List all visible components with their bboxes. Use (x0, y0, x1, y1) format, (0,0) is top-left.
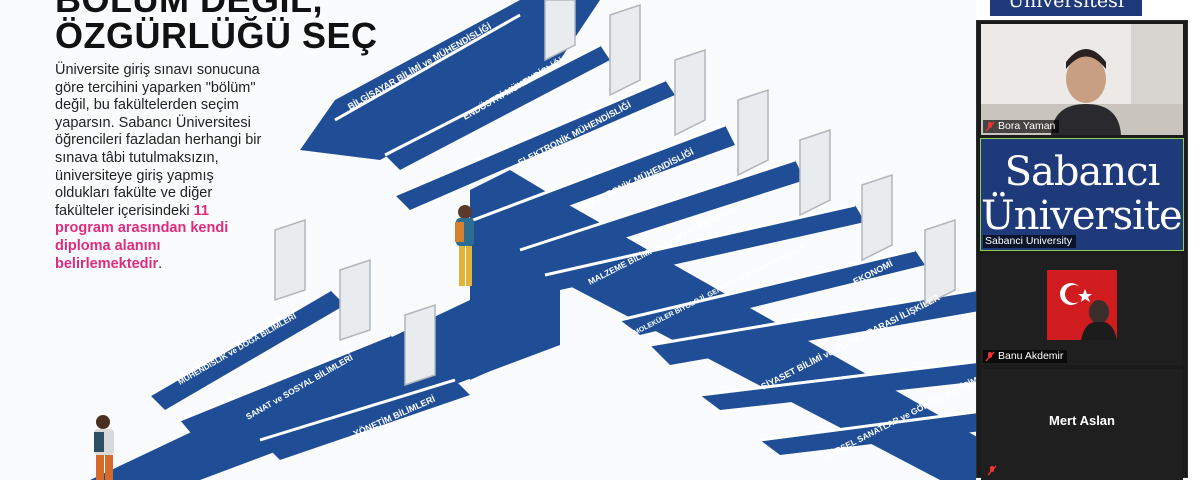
participant-name-center: Mert Aslan (1049, 413, 1115, 428)
participant-tile[interactable]: Mert Aslan (981, 369, 1183, 480)
road-edges (149, 13, 991, 442)
slide-heading-line1: BÖLÜM DEĞİL, (55, 0, 323, 18)
logo-line2: Üniversitesi (981, 193, 1183, 239)
faculty-label-engineering: MÜHENDİSLİK ve DOĞA BİLİMLERİ (177, 312, 298, 387)
participant-name-tag: Sabanci University (983, 235, 1076, 248)
participant-name: Sabanci University (985, 235, 1072, 247)
program-label-electronics: ELEKTRONİK MÜHENDİSLİĞİ (516, 99, 633, 168)
mic-muted-icon (985, 121, 995, 132)
university-logo-strip: Üniversitesi (990, 0, 1142, 16)
intro-text: Üniversite giriş sınavı sonucuna göre te… (55, 62, 262, 219)
participant-name: Bora Yaman (998, 120, 1056, 132)
person-standing-left (94, 415, 114, 480)
participant-name: Banu Akdemir (998, 350, 1064, 362)
participant-tile[interactable]: Banu Akdemir (981, 254, 1183, 365)
intro-highlight: 11 program arasından kendi diploma alanı… (55, 202, 229, 272)
intro-paragraph: Üniversite giriş sınavı sonucuna göre te… (55, 62, 270, 273)
profile-picture (1047, 270, 1117, 340)
intro-period: . (158, 255, 163, 272)
logo-line1: Sabancı (1004, 149, 1161, 195)
participant-name-tag: Bora Yaman (983, 120, 1060, 133)
mic-muted-icon (987, 465, 997, 476)
person-standing-center (455, 205, 474, 286)
slide-heading-line2: ÖZGÜRLÜĞÜ SEÇ (55, 15, 378, 56)
lower-branches (150, 290, 470, 460)
mic-muted-icon (985, 351, 995, 362)
camera-feed (981, 24, 1183, 135)
sabanci-logo: Sabancı Üniversitesi (981, 139, 1183, 250)
upper-branches (335, 15, 990, 455)
road-upper-spine (300, 0, 600, 160)
road-lower-spine (90, 300, 560, 480)
participant-name-tag: Banu Akdemir (983, 350, 1068, 363)
doors-upper (544, 0, 956, 307)
participant-tile[interactable]: Bora Yaman (981, 24, 1183, 135)
participant-tile-active[interactable]: Sabancı Üniversitesi Sabanci University (980, 138, 1184, 251)
participants-panel[interactable]: Bora Yaman Sabancı Üniversitesi Sabanci … (976, 20, 1188, 480)
doors-lower (274, 218, 436, 387)
